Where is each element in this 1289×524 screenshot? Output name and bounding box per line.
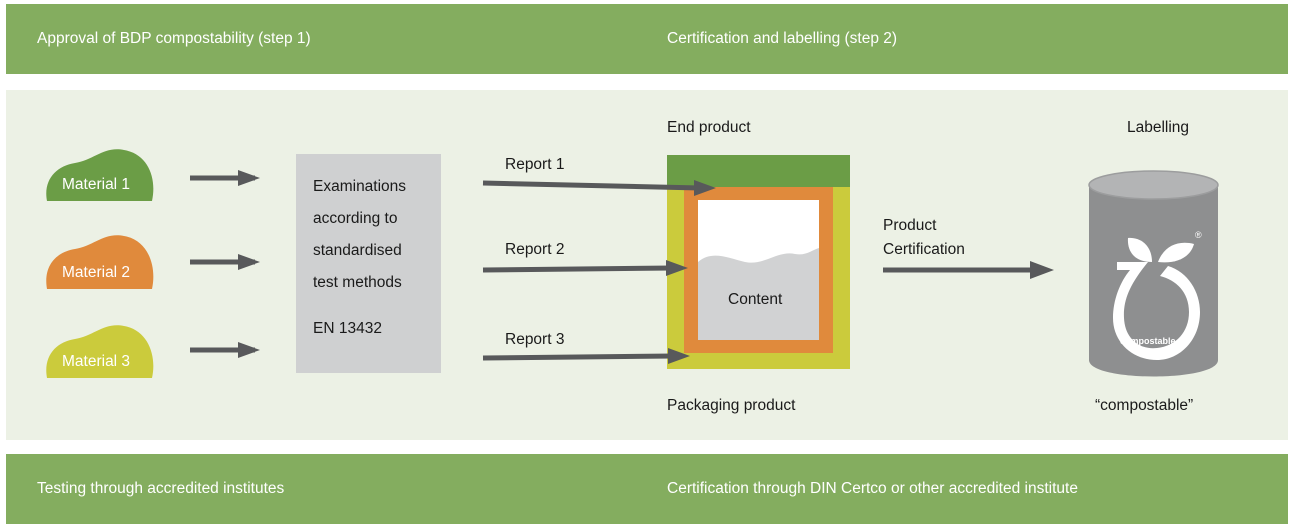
material-arrows bbox=[190, 170, 260, 358]
product-container bbox=[667, 155, 850, 369]
report-3-arrowhead bbox=[668, 348, 690, 364]
labelling-title: Labelling bbox=[1127, 119, 1190, 136]
certification-arrowhead bbox=[1030, 261, 1054, 279]
report-2-arrowhead bbox=[666, 260, 688, 276]
material-3-mound bbox=[46, 325, 154, 378]
step2-heading: Certification and labelling (step 2) bbox=[667, 30, 898, 47]
examinations-box bbox=[296, 154, 441, 373]
report-2-arrow bbox=[482, 265, 673, 273]
report-arrows bbox=[482, 180, 716, 364]
material-3-label: Material 3 bbox=[62, 353, 131, 370]
packaging-product-label: Packaging product bbox=[667, 397, 796, 414]
report-1-label: Report 1 bbox=[505, 156, 565, 173]
exam-line-2: according to bbox=[313, 210, 398, 227]
testing-heading: Testing through accredited institutes bbox=[37, 480, 285, 497]
registered-mark: ® bbox=[1195, 230, 1202, 240]
can-body bbox=[1089, 185, 1218, 377]
certification-heading: Certification through DIN Certco or othe… bbox=[667, 480, 1078, 497]
material-1-mound bbox=[46, 149, 154, 201]
content-fill bbox=[698, 248, 819, 340]
can-logo-text: compostable bbox=[1120, 336, 1176, 346]
report-1-arrow bbox=[482, 180, 701, 191]
top-band: Approval of BDP compostability (step 1) … bbox=[6, 4, 1288, 74]
bottom-band: Testing through accredited institutes Ce… bbox=[6, 454, 1288, 524]
end-product-title: End product bbox=[667, 119, 751, 136]
exam-line-3: standardised bbox=[313, 242, 402, 259]
diagram-panel bbox=[6, 90, 1288, 440]
can-top bbox=[1089, 171, 1218, 199]
report-1-arrowhead bbox=[694, 180, 716, 196]
material-2-label: Material 2 bbox=[62, 264, 131, 281]
labelling-caption: “compostable” bbox=[1095, 397, 1194, 414]
report-3-label: Report 3 bbox=[505, 331, 565, 348]
content-label: Content bbox=[728, 291, 783, 308]
examinations-text: Examinations according to standardised t… bbox=[296, 154, 441, 373]
material-1-arrowhead bbox=[238, 170, 260, 186]
exam-standard: EN 13432 bbox=[313, 320, 382, 337]
seedling-logo-icon bbox=[1113, 235, 1200, 360]
material-1-label: Material 1 bbox=[62, 176, 131, 193]
product-certification-line1: Product bbox=[883, 217, 937, 234]
material-3-arrowhead bbox=[238, 342, 260, 358]
material-2-arrowhead bbox=[238, 254, 260, 270]
report-2-label: Report 2 bbox=[505, 241, 565, 258]
exam-line-4: test methods bbox=[313, 274, 402, 291]
exam-line-1: Examinations bbox=[313, 178, 407, 195]
report-3-arrow bbox=[482, 353, 675, 361]
can-top-rim bbox=[1088, 170, 1219, 200]
material-2-mound bbox=[46, 235, 154, 289]
step1-heading: Approval of BDP compostability (step 1) bbox=[37, 30, 311, 47]
product-certification-line2: Certification bbox=[883, 241, 965, 258]
